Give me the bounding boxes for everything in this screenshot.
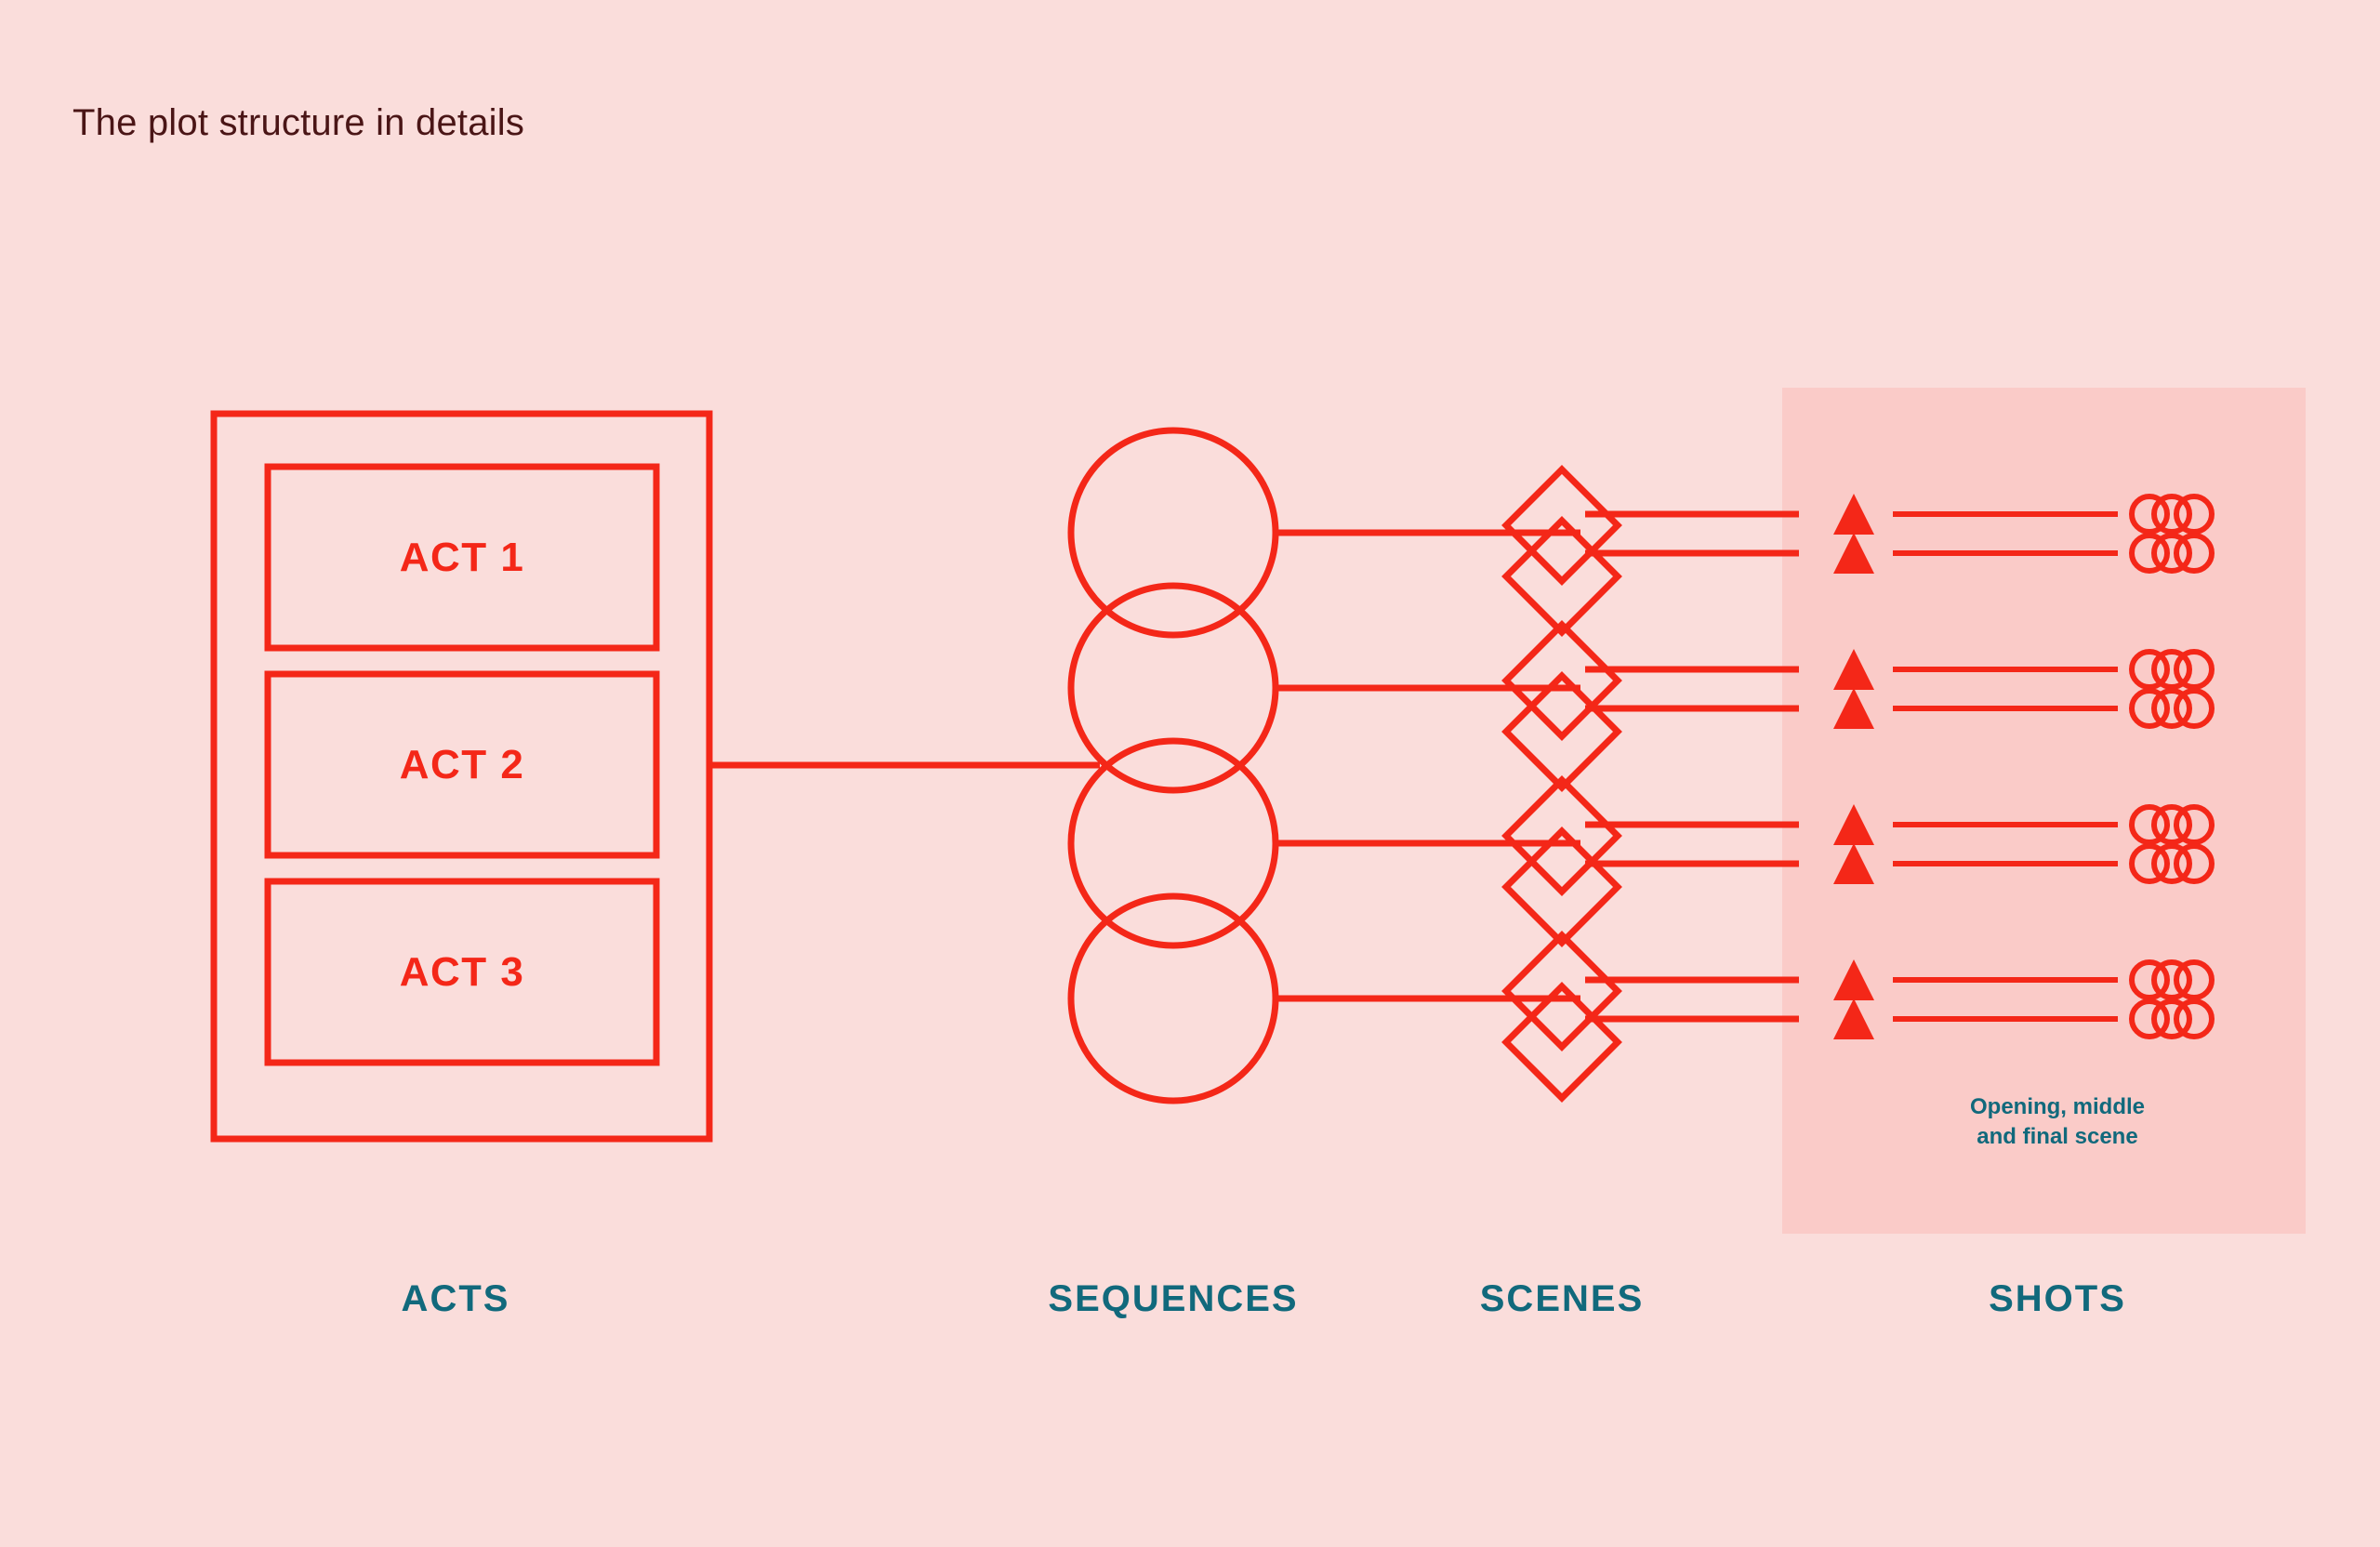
act-1-box[interactable] [264,463,660,652]
shot-endcap-7[interactable] [2129,959,2215,1000]
acts-group [210,410,713,1143]
sequence-circle-3[interactable] [1067,737,1279,949]
shot-endcap-3[interactable] [2129,649,2215,690]
shot-endcap-4[interactable] [2129,688,2215,729]
page-title: The plot structure in details [73,102,525,143]
shot-triangle-2[interactable] [1833,533,1874,574]
act-3-label: ACT 3 [399,949,525,995]
column-label-sequences: SEQUENCES [1048,1278,1299,1319]
act-2-box[interactable] [264,670,660,859]
sequence-circle-1[interactable] [1067,427,1279,639]
scene-diamond-2a[interactable] [1501,620,1622,741]
scene-diamond-3a[interactable] [1501,775,1622,896]
shots-group [1833,494,2215,1039]
scene-diamond-3b[interactable] [1501,826,1622,947]
shot-triangle-5[interactable] [1833,804,1874,845]
sequence-circle-2[interactable] [1067,582,1279,794]
shot-triangle-7[interactable] [1833,959,1874,1000]
shot-triangle-1[interactable] [1833,494,1874,535]
shot-triangle-8[interactable] [1833,998,1874,1039]
scene-diamond-2b[interactable] [1501,671,1622,792]
shot-endcap-2[interactable] [2129,533,2215,574]
shots-band-caption: Opening, middle and final scene [1918,1092,2197,1153]
shot-triangle-6[interactable] [1833,843,1874,884]
sequences-group [1067,427,1279,1104]
scenes-to-shots-connectors [1585,510,1799,1023]
shot-endcap-1[interactable] [2129,494,2215,535]
shots-caption-line-1: Opening, middle [1969,1094,2145,1119]
shot-endcap-5[interactable] [2129,804,2215,845]
scene-diamond-1b[interactable] [1501,516,1622,637]
shot-triangle-4[interactable] [1833,688,1874,729]
act-3-box[interactable] [264,878,660,1066]
shot-triangle-3[interactable] [1833,649,1874,690]
sequence-circle-4[interactable] [1067,892,1279,1104]
scene-diamond-1a[interactable] [1501,465,1622,586]
sequences-to-scenes-connectors [1276,529,1580,1002]
act-1-label: ACT 1 [399,535,525,580]
act-2-label: ACT 2 [399,742,525,787]
shots-caption-line-2: and final scene [1977,1124,2138,1150]
scene-diamond-4b[interactable] [1501,982,1622,1103]
column-label-scenes: SCENES [1479,1278,1645,1319]
shot-endcap-8[interactable] [2129,998,2215,1039]
column-label-shots: SHOTS [1989,1278,2126,1319]
acts-outer-frame [210,410,713,1143]
shot-endcap-6[interactable] [2129,843,2215,884]
scenes-group [1501,465,1622,1103]
scene-diamond-4a[interactable] [1501,931,1622,1051]
column-label-acts: ACTS [401,1278,510,1319]
